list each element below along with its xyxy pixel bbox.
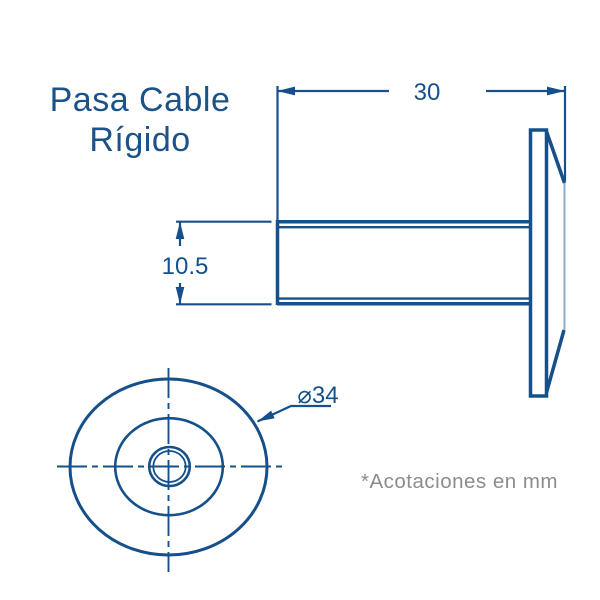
arrowhead-left-icon — [277, 86, 295, 96]
drawing-title-line1: Pasa Cable — [49, 81, 231, 119]
drawing-title-line2: Rígido — [89, 121, 191, 159]
flange-plate-rect — [528, 128, 549, 398]
units-note: *Acotaciones en mm — [361, 470, 559, 493]
shaft-diameter-label: 10.5 — [162, 253, 209, 280]
bore-outer-circle — [147, 445, 192, 488]
side-view: 30 — [162, 79, 567, 398]
leader-arrowhead-icon — [257, 410, 275, 422]
bore-inner-circle — [152, 450, 187, 483]
shaft-outline — [275, 219, 530, 306]
arrowhead-up-icon — [175, 221, 185, 239]
drawing-title: Pasa Cable Rígido — [40, 80, 240, 160]
front-view: ⌀34 — [57, 368, 339, 572]
flange-diameter-label: ⌀34 — [297, 382, 338, 409]
arrowhead-right-icon — [547, 86, 565, 96]
flange-bottom-chamfer-line — [544, 329, 566, 393]
flange-outer-circle — [68, 377, 269, 557]
length-dimension-label: 30 — [414, 79, 441, 106]
arrowhead-down-icon — [175, 287, 185, 305]
shaft-diameter-dimension: 10.5 — [162, 220, 272, 306]
length-dimension: 30 — [276, 79, 567, 220]
flange-inner-circle — [113, 416, 225, 517]
flange-top-chamfer-line — [544, 130, 567, 184]
center-lines — [57, 368, 283, 572]
flange-diameter-dimension: ⌀34 — [257, 382, 339, 423]
flange-outline — [528, 128, 567, 398]
